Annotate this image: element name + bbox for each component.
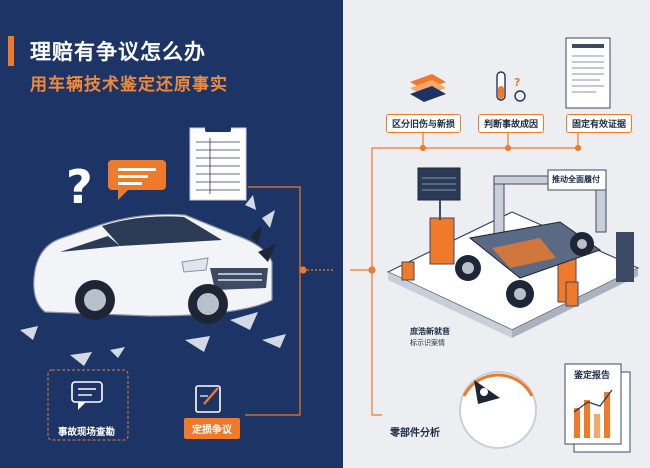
step-cause-judgment: 判断事故成因 bbox=[478, 114, 545, 133]
page-title: 理赔有争议怎么办 bbox=[30, 40, 206, 64]
dispute-label: 定损争议 bbox=[184, 418, 240, 439]
layers-icon bbox=[410, 74, 446, 102]
parts-analysis-label: 零部件分析 bbox=[390, 428, 440, 439]
document-icon bbox=[565, 37, 611, 109]
debris-shards bbox=[20, 195, 286, 366]
claim-form-icon bbox=[189, 124, 247, 201]
machine-sign: 推动全面履付 bbox=[552, 175, 600, 184]
scene-investigation-card bbox=[47, 369, 129, 441]
platform-caption: 庶浩新就音 bbox=[410, 327, 450, 336]
speech-bubble-icon bbox=[108, 160, 166, 200]
connector-lines bbox=[245, 130, 582, 416]
test-tube-icon: ? bbox=[496, 71, 526, 102]
scene-investigation-label: 事故现场查勘 bbox=[58, 427, 116, 438]
edit-document-icon bbox=[195, 385, 221, 413]
step-fix-evidence: 固定有效证据 bbox=[566, 114, 633, 133]
page-subtitle: 用车辆技术鉴定还原事实 bbox=[30, 75, 228, 95]
title-accent-bar bbox=[8, 36, 14, 66]
step-old-vs-new-damage: 区分旧伤与新损 bbox=[386, 114, 462, 133]
svg-text:?: ? bbox=[514, 76, 520, 89]
inspection-machine bbox=[386, 167, 640, 338]
gauge-icon bbox=[459, 371, 537, 449]
report-card bbox=[564, 363, 631, 453]
report-title: 鉴定报告 bbox=[574, 371, 611, 381]
question-mark-icon: ? bbox=[66, 160, 93, 214]
damaged-car bbox=[33, 213, 276, 324]
platform-subcaption: 标示识案情 bbox=[410, 339, 445, 347]
svg-text:?: ? bbox=[66, 160, 93, 214]
